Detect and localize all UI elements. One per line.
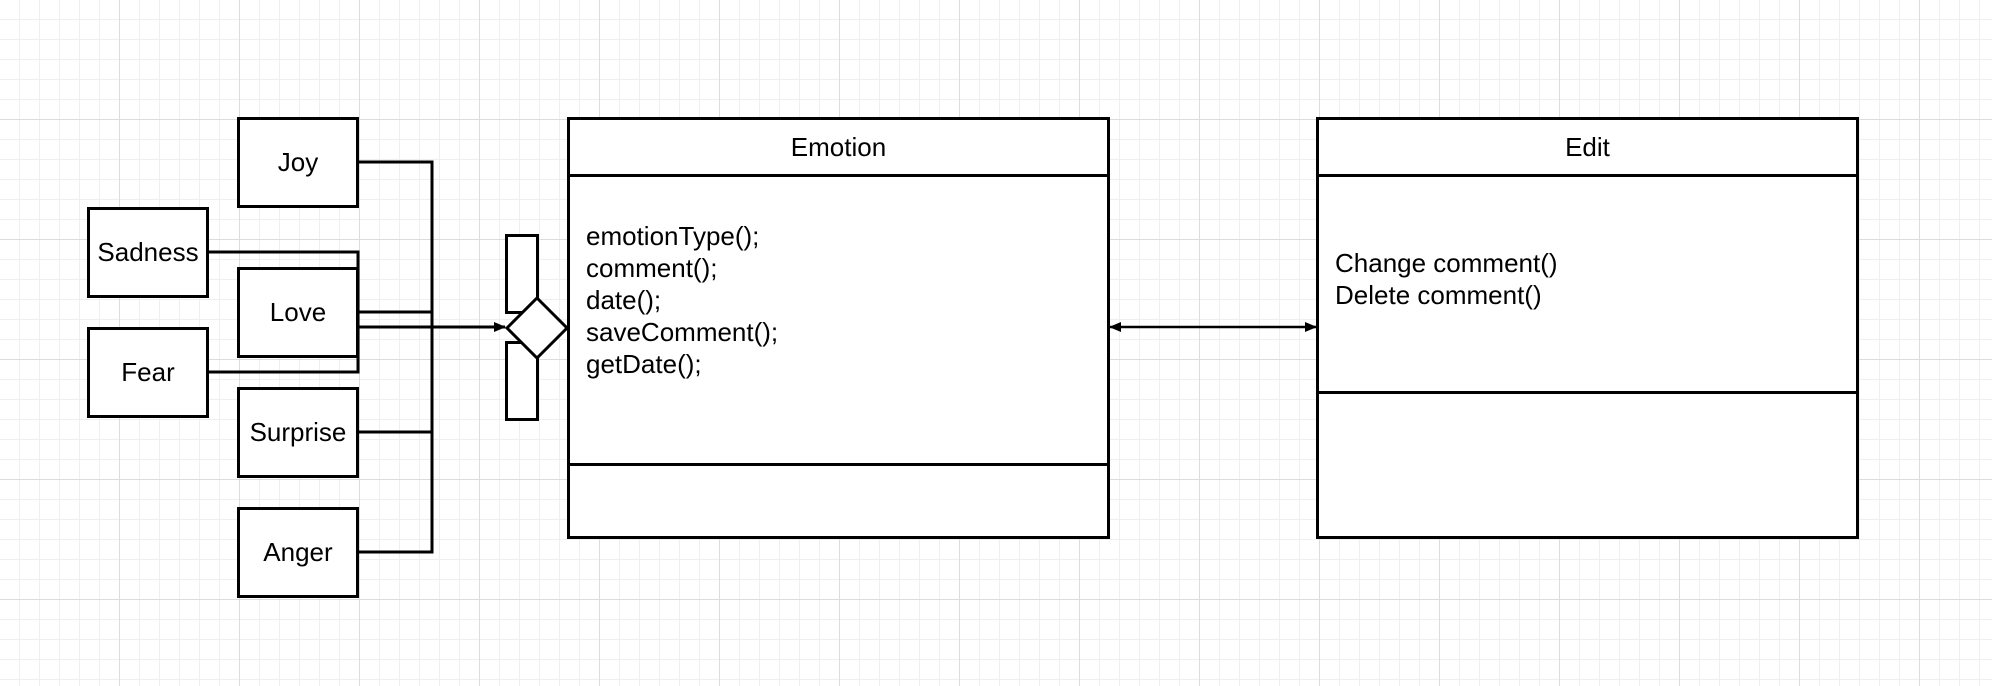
edit-class: Edit Change comment() Delete comment() — [1316, 117, 1859, 539]
emotion-class-title: Emotion — [570, 120, 1107, 177]
edit-class-title: Edit — [1319, 120, 1856, 177]
operation-item: date(); — [586, 285, 662, 315]
anger-label: Anger — [263, 537, 333, 567]
operation-item: saveComment(); — [586, 317, 779, 347]
love-node: Love — [237, 267, 359, 358]
joy-connector — [358, 160, 434, 554]
joy-label: Joy — [277, 147, 319, 177]
operation-item: Change comment() — [1335, 248, 1558, 278]
operation-item: comment(); — [586, 253, 718, 283]
operation-list: emotionType(); comment(); date(); saveCo… — [586, 220, 778, 380]
anger-node: Anger — [237, 507, 359, 598]
surprise-label: Surprise — [249, 417, 347, 447]
surprise-node: Surprise — [237, 387, 359, 478]
operation-item: getDate(); — [586, 349, 702, 379]
operation-item: emotionType(); — [586, 221, 760, 251]
fear-node: Fear — [87, 327, 209, 418]
sadness-node: Sadness — [87, 207, 209, 298]
emotion-class-operations: emotionType(); comment(); date(); saveCo… — [570, 177, 1107, 466]
operation-item: Delete comment() — [1335, 280, 1542, 310]
aggregation-diamond-icon — [505, 296, 569, 360]
joy-node: Joy — [237, 117, 359, 208]
operation-list: Change comment() Delete comment() — [1335, 247, 1558, 311]
love-label: Love — [269, 297, 327, 327]
edit-class-operations: Change comment() Delete comment() — [1319, 177, 1856, 394]
fear-label: Fear — [121, 357, 175, 387]
sadness-label: Sadness — [97, 237, 199, 267]
emotion-class: Emotion emotionType(); comment(); date()… — [567, 117, 1110, 539]
